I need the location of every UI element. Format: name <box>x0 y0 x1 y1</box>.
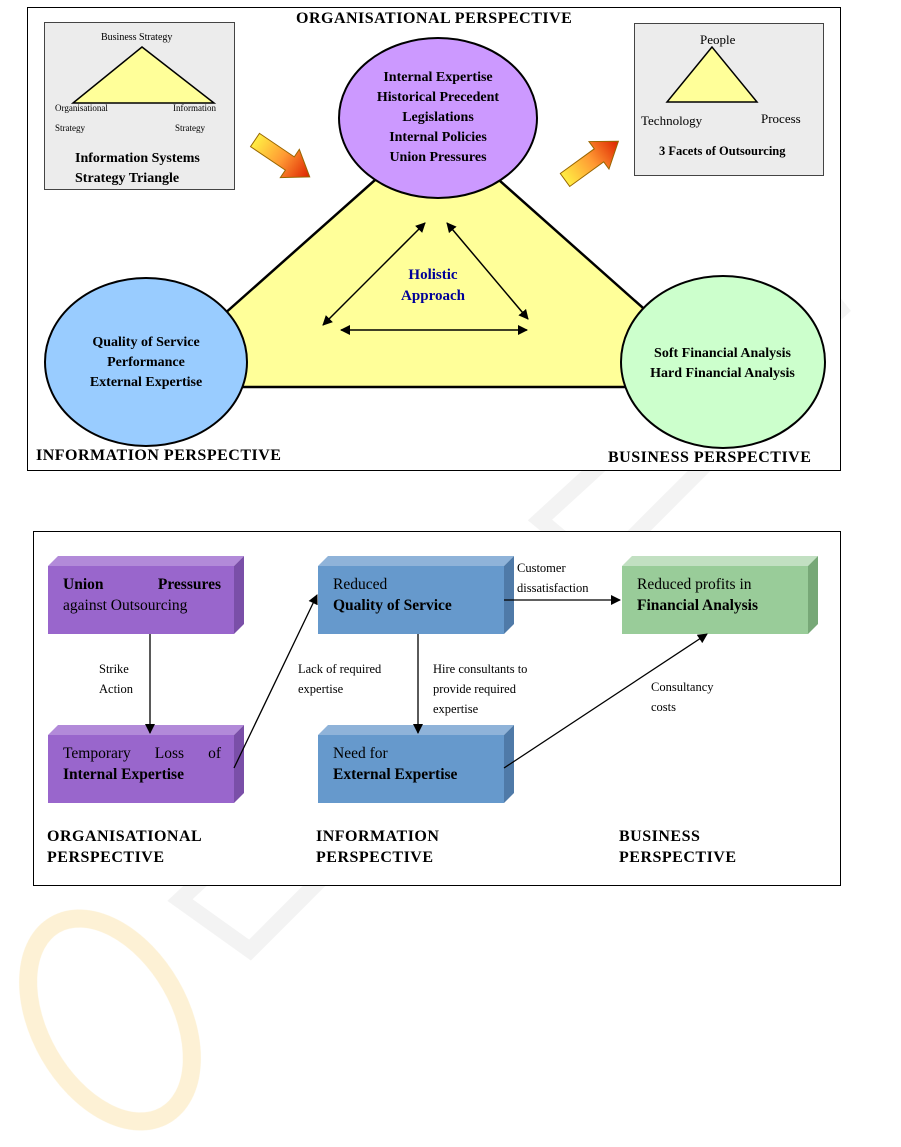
arrow-right-diag <box>446 222 529 320</box>
box-reduced-profits <box>622 556 818 634</box>
info-item-1: Quality of Service <box>92 335 200 350</box>
approach-word: Approach <box>401 288 465 304</box>
consult-line2: costs <box>651 700 676 714</box>
org-item-3: Legislations <box>402 110 474 125</box>
customer-line1: Customer <box>517 561 566 575</box>
union-pressures-label: Union Pressures against Outsourcing <box>63 574 221 616</box>
org-item-1: Internal Expertise <box>383 70 493 85</box>
inset-left-caption2: Strategy Triangle <box>75 171 180 186</box>
information-circle <box>44 277 248 447</box>
arrow-left-diag <box>322 222 426 326</box>
need-external-label: Need for External Expertise <box>333 743 503 785</box>
inset-left-bl1: Organisational <box>55 103 108 113</box>
inset-triangle-right <box>665 45 759 103</box>
inset-left-br2: Strategy <box>175 123 205 133</box>
hire-line2: provide required <box>433 682 516 696</box>
lack-expertise-label: Lack of required expertise <box>298 659 381 699</box>
info-item-2: Performance <box>107 355 185 370</box>
hire-line3: expertise <box>433 702 479 716</box>
holistic-triangle <box>138 123 736 389</box>
organisational-circle-text: Internal Expertise Historical Precedent … <box>346 68 530 168</box>
strike-word: Strike <box>99 662 129 676</box>
business-circle-text: Soft Financial Analysis Hard Financial A… <box>630 344 815 384</box>
temp-line2: Internal Expertise <box>63 766 184 783</box>
inset-right-top: People <box>700 32 736 47</box>
outsourcing-facets-inset: People Technology Process 3 Facets of Ou… <box>634 23 824 176</box>
edge-consultancy-costs <box>503 633 708 769</box>
inset-left-top: Business Strategy <box>101 32 173 43</box>
bus-footer-2: PERSPECTIVE <box>619 849 737 866</box>
need-line1: Need for <box>333 745 388 762</box>
organisational-perspective-title: ORGANISATIONAL PERSPECTIVE <box>296 10 573 27</box>
box-temporary-loss <box>48 725 244 803</box>
temp-line1: Temporary Loss of <box>63 745 221 762</box>
reduced-profits-label: Reduced profits in Financial Analysis <box>637 574 807 616</box>
box-reduced-quality <box>318 556 514 634</box>
info-footer-2: PERSPECTIVE <box>316 849 434 866</box>
union-line2: against Outsourcing <box>63 597 188 614</box>
reduced-quality-label: Reduced Quality of Service <box>333 574 503 616</box>
information-circle-text: Quality of Service Performance External … <box>66 333 226 393</box>
edge-lack-expertise <box>233 594 318 769</box>
hire-consultants-label: Hire consultants to provide required exp… <box>433 659 527 719</box>
org-perspective-footer: ORGANISATIONAL PERSPECTIVE <box>47 826 202 868</box>
inset-left-bl2: Strategy <box>55 123 85 133</box>
organisational-circle <box>338 37 538 199</box>
org-footer-1: ORGANISATIONAL <box>47 828 203 845</box>
need-line2: External Expertise <box>333 766 458 783</box>
profits-line2: Financial Analysis <box>637 597 759 614</box>
inset-triangle-left <box>70 46 217 104</box>
consult-line1: Consultancy <box>651 680 714 694</box>
hire-line1: Hire consultants to <box>433 662 528 676</box>
gradient-arrow-right <box>559 140 620 188</box>
lack-line2: expertise <box>298 682 344 696</box>
reduced-line2: Quality of Service <box>333 597 452 614</box>
strike-action-label: Strike Action <box>99 659 133 699</box>
lack-line1: Lack of required <box>298 662 382 676</box>
action-word: Action <box>99 682 134 696</box>
union-line1: Union Pressures <box>63 576 221 593</box>
holistic-word: Holistic <box>408 267 458 283</box>
org-item-4: Internal Policies <box>389 130 487 145</box>
customer-dissatisfaction-label: Customer dissatisfaction <box>517 558 589 598</box>
is-strategy-triangle-inset: Business Strategy Organisational Strateg… <box>44 22 235 190</box>
bus-item-2: Hard Financial Analysis <box>650 366 795 381</box>
org-item-2: Historical Precedent <box>376 90 500 105</box>
figure1-graphic <box>44 37 826 449</box>
business-circle <box>620 275 826 449</box>
reduced-line1: Reduced <box>333 576 388 593</box>
info-item-3: External Expertise <box>89 375 203 390</box>
inset-right-br: Process <box>761 111 801 126</box>
information-perspective-title: INFORMATION PERSPECTIVE <box>36 447 282 464</box>
figure2-graphic <box>48 556 818 803</box>
org-footer-2: PERSPECTIVE <box>47 849 165 866</box>
inset-right-caption: 3 Facets of Outsourcing <box>659 144 786 158</box>
business-perspective-title: BUSINESS PERSPECTIVE <box>608 449 812 466</box>
box-need-external <box>318 725 514 803</box>
profits-line1: Reduced profits in <box>637 576 752 593</box>
info-perspective-footer: INFORMATION PERSPECTIVE <box>316 826 439 868</box>
inset-right-bl: Technology <box>641 113 703 128</box>
holistic-approach-label: Holistic Approach <box>383 265 483 307</box>
gradient-arrow-left <box>249 132 311 179</box>
bus-footer-1: BUSINESS <box>619 828 701 845</box>
customer-line2: dissatisfaction <box>517 581 589 595</box>
info-footer-1: INFORMATION <box>316 828 440 845</box>
org-item-5: Union Pressures <box>389 150 487 165</box>
box-union-pressures <box>48 556 244 634</box>
bus-perspective-footer: BUSINESS PERSPECTIVE <box>619 826 737 868</box>
bus-item-1: Soft Financial Analysis <box>654 346 791 361</box>
inset-left-br1: Information <box>173 103 216 113</box>
temporary-loss-label: Temporary Loss of Internal Expertise <box>63 743 221 785</box>
inset-left-caption1: Information Systems <box>75 151 200 166</box>
consultancy-costs-label: Consultancy costs <box>651 677 714 717</box>
